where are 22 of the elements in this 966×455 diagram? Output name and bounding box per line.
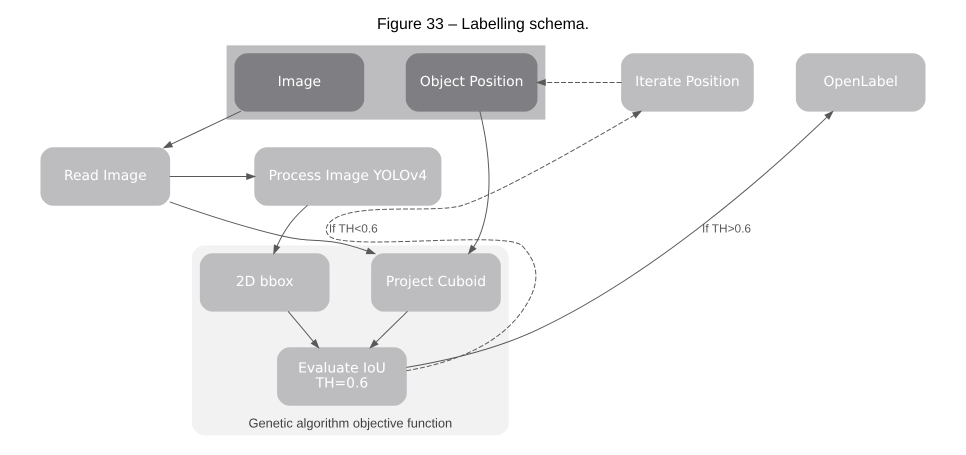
node-box: Evaluate IoU TH=0.6 [277, 347, 407, 406]
arrow [162, 110, 242, 148]
arrow [369, 310, 408, 349]
arrow [536, 79, 622, 86]
arrow [406, 110, 834, 368]
edge-label: If TH<0.6 [328, 222, 378, 236]
arrow [169, 173, 256, 180]
node-box: OpenLabel [796, 53, 926, 112]
node-box: 2D bbox [200, 253, 330, 312]
arrow [468, 110, 490, 255]
node-box: Read Image [40, 147, 170, 206]
arrow [273, 204, 308, 255]
arrow [169, 201, 376, 254]
node-box: Project Cuboid [371, 253, 501, 312]
edge-label: If TH>0.6 [702, 222, 752, 236]
node-box: Image [234, 53, 364, 112]
arrow [326, 110, 642, 372]
arrow [288, 310, 320, 349]
node-box: Object Position [406, 53, 538, 112]
diagram-title: Figure 33 – Labelling schema. [376, 16, 590, 33]
node-box: Process Image YOLOv4 [254, 147, 442, 206]
node-box: Iterate Position [621, 53, 754, 112]
